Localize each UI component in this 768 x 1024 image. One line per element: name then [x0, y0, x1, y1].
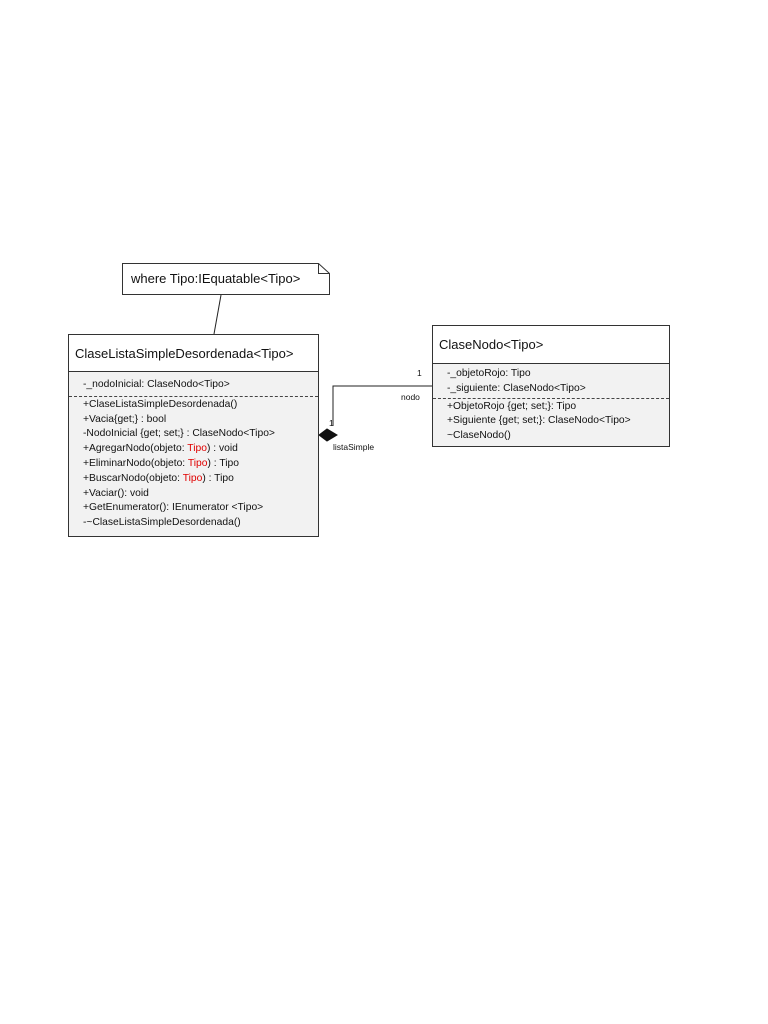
- operation: +Vaciar(): void: [83, 487, 149, 499]
- composition-association-line: [332, 385, 432, 426]
- lista-operations: +ClaseListaSimpleDesordenada() +Vacia{ge…: [69, 397, 318, 531]
- nodo-attributes: -_objetoRojo: Tipo -_siguiente: ClaseNod…: [433, 364, 669, 399]
- attribute: -_nodoInicial: ClaseNodo<Tipo>: [83, 379, 230, 390]
- operation: +ObjetoRojo {get; set;}: Tipo: [447, 400, 577, 412]
- multiplicity-lista-label: 1: [329, 418, 334, 428]
- operation: ~ClaseNodo(): [447, 430, 511, 442]
- constraint-note: where Tipo:IEquatable<Tipo>: [122, 263, 330, 295]
- operation: +BuscarNodo(objeto: Tipo) : Tipo: [83, 472, 234, 484]
- class-lista-simple[interactable]: ClaseListaSimpleDesordenada<Tipo> -_nodo…: [68, 334, 319, 537]
- operation: +ClaseListaSimpleDesordenada(): [83, 398, 238, 410]
- operation: +EliminarNodo(objeto: Tipo) : Tipo: [83, 457, 239, 469]
- role-nodo-label: nodo: [401, 392, 420, 402]
- operation: +Siguiente {get; set;}: ClaseNodo<Tipo>: [447, 415, 631, 427]
- operation: +AgregarNodo(objeto: Tipo) : void: [83, 443, 238, 455]
- class-lista-name: ClaseListaSimpleDesordenada<Tipo>: [69, 335, 318, 372]
- nodo-operations: +ObjetoRojo {get; set;}: Tipo +Siguiente…: [433, 399, 669, 444]
- operation: -NodoInicial {get; set;} : ClaseNodo<Tip…: [83, 428, 275, 440]
- multiplicity-nodo-label: 1: [417, 368, 422, 378]
- operation: +GetEnumerator(): IEnumerator <Tipo>: [83, 502, 264, 514]
- attribute: -_siguiente: ClaseNodo<Tipo>: [447, 382, 586, 394]
- note-shape-icon: [122, 263, 330, 295]
- role-lista-label: listaSimple: [333, 442, 375, 452]
- class-nodo[interactable]: ClaseNodo<Tipo> -_objetoRojo: Tipo -_sig…: [432, 325, 670, 447]
- class-nodo-name: ClaseNodo<Tipo>: [433, 326, 669, 364]
- lista-attributes: -_nodoInicial: ClaseNodo<Tipo>: [69, 372, 318, 397]
- operation: +Vacia{get;} : bool: [83, 413, 167, 425]
- note-anchor-line: [213, 294, 222, 335]
- note-text: where Tipo:IEquatable<Tipo>: [131, 271, 301, 286]
- attribute: -_objetoRojo: Tipo: [447, 368, 531, 379]
- operation: -~ClaseListaSimpleDesordenada(): [83, 517, 241, 529]
- composition-diamond-icon: [318, 428, 338, 442]
